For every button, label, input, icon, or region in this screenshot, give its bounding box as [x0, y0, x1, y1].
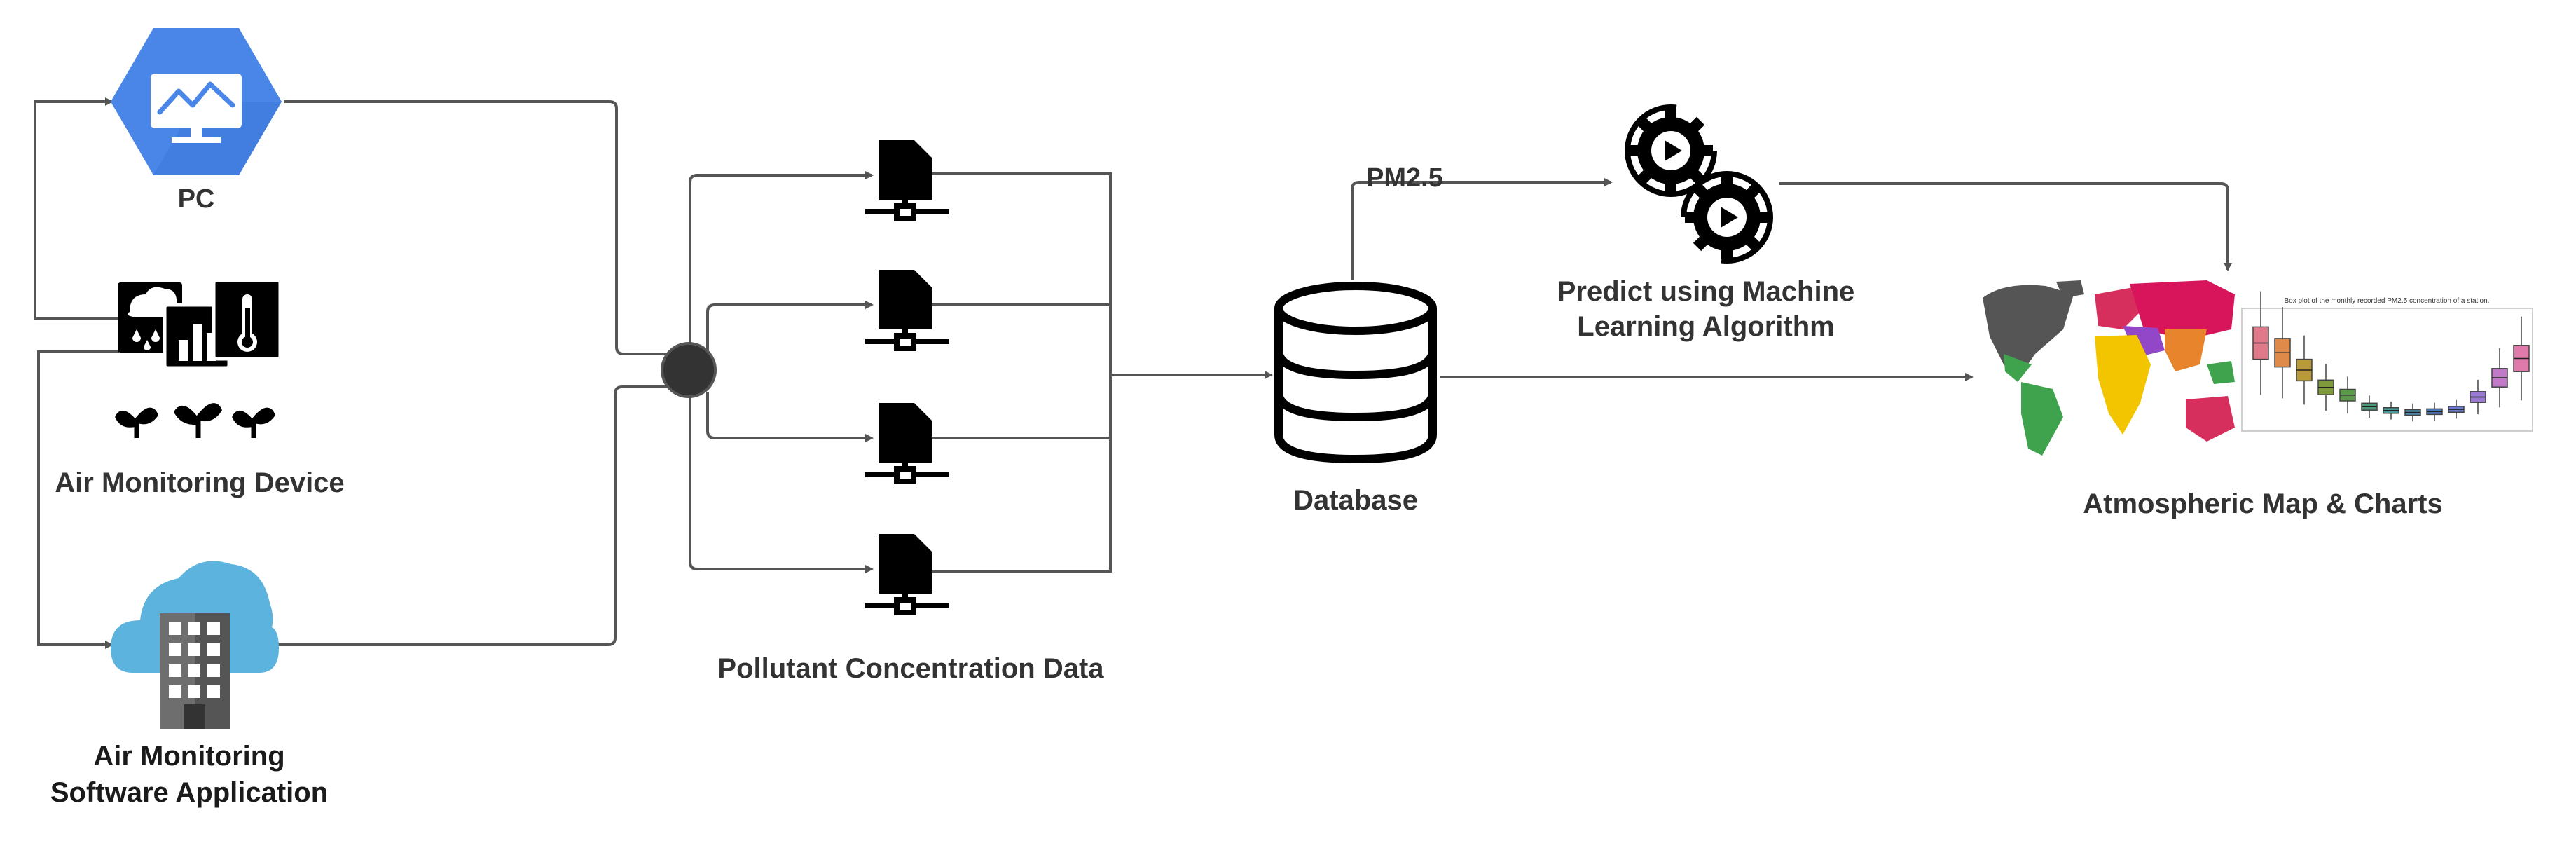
pollutant-label: Pollutant Concentration Data — [717, 653, 1104, 684]
boxplot-chart: Box plot of the monthly recorded PM2.5 c… — [2241, 291, 2533, 432]
server-icon-2 — [865, 270, 949, 351]
boxplot-boxes — [2252, 291, 2530, 422]
boxplot-title: Box plot of the monthly recorded PM2.5 c… — [2285, 297, 2490, 305]
database-label: Database — [1293, 485, 1418, 516]
server-icon-3 — [865, 403, 949, 484]
cloud-building-icon — [111, 561, 279, 729]
air-software-label-line1: Air Monitoring — [93, 741, 285, 772]
atmospheric-label: Atmospheric Map & Charts — [2083, 488, 2443, 519]
database-icon — [1274, 282, 1437, 464]
connector-hub-to-server-4 — [689, 392, 874, 573]
world-map-image — [1976, 280, 2242, 459]
connector-servers-bus — [932, 172, 1112, 573]
air-device-icon — [115, 278, 282, 438]
hub-node — [661, 342, 717, 398]
connector-hub-to-server-2 — [706, 301, 874, 357]
connectors — [34, 97, 2232, 649]
connector-device-to-pc — [34, 97, 119, 320]
pc-label: PC — [177, 184, 215, 214]
air-software-label-line2: Software Application — [50, 777, 329, 808]
connector-hub-to-server-3 — [706, 392, 874, 442]
server-icon-4 — [865, 534, 949, 615]
pm25-label: PM2.5 — [1366, 163, 1443, 193]
air-device-label: Air Monitoring Device — [55, 467, 345, 498]
predict-label-line2: Learning Algorithm — [1577, 311, 1835, 342]
connector-database-to-ml — [1351, 178, 1613, 280]
connector-hub-to-server-1 — [689, 171, 874, 347]
ml-gears-icon — [1625, 104, 1773, 264]
predict-label-line1: Predict using Machine — [1557, 276, 1855, 307]
server-icon-1 — [865, 140, 949, 221]
connector-pc-to-hub — [284, 100, 669, 355]
connector-cloud-to-hub — [273, 385, 669, 646]
connector-device-to-cloud — [37, 350, 119, 649]
pc-icon — [111, 28, 282, 175]
connector-ml-to-charts — [1779, 182, 2232, 271]
